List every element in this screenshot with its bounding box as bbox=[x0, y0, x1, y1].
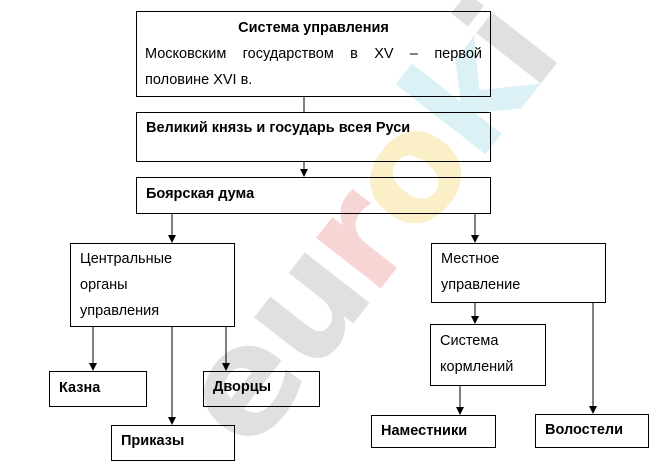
volosteli-label: Волостели bbox=[545, 422, 624, 438]
central-organs-box: Центральные органы управления bbox=[70, 243, 235, 327]
local-admin-box: Местное управление bbox=[431, 243, 606, 303]
central-organs-line-1: Центральные bbox=[80, 251, 173, 267]
volosteli-box: Волостели bbox=[535, 414, 649, 448]
feeding-system-line-1: Система bbox=[440, 333, 499, 349]
namestniki-box: Наместники bbox=[371, 415, 496, 448]
kazna-label: Казна bbox=[59, 380, 101, 396]
prikazy-box: Приказы bbox=[111, 425, 235, 461]
boyar-duma-box: Боярская дума bbox=[136, 177, 491, 214]
local-admin-line-1: Местное bbox=[441, 251, 500, 267]
central-organs-line-3: управления bbox=[80, 303, 160, 319]
namestniki-label: Наместники bbox=[381, 423, 468, 439]
kazna-box: Казна bbox=[49, 371, 147, 407]
local-admin-line-2: управление bbox=[441, 277, 521, 293]
boyar-duma-label: Боярская дума bbox=[146, 186, 255, 202]
dvortsy-label: Дворцы bbox=[213, 379, 272, 395]
feeding-system-box: Система кормлений bbox=[430, 324, 546, 386]
grand-prince-label: Великий князь и государь всея Руси bbox=[146, 120, 411, 136]
system-heading: Система управления bbox=[238, 20, 389, 36]
prikazy-label: Приказы bbox=[121, 433, 185, 449]
grand-prince-box: Великий князь и государь всея Руси bbox=[136, 112, 491, 162]
system-title-box: Система управления Московским государств… bbox=[136, 11, 491, 97]
dvortsy-box: Дворцы bbox=[203, 371, 320, 407]
central-organs-line-2: органы bbox=[80, 277, 128, 293]
feeding-system-line-2: кормлений bbox=[440, 359, 514, 375]
system-description: Московским государством в XV – первой по… bbox=[145, 46, 482, 88]
